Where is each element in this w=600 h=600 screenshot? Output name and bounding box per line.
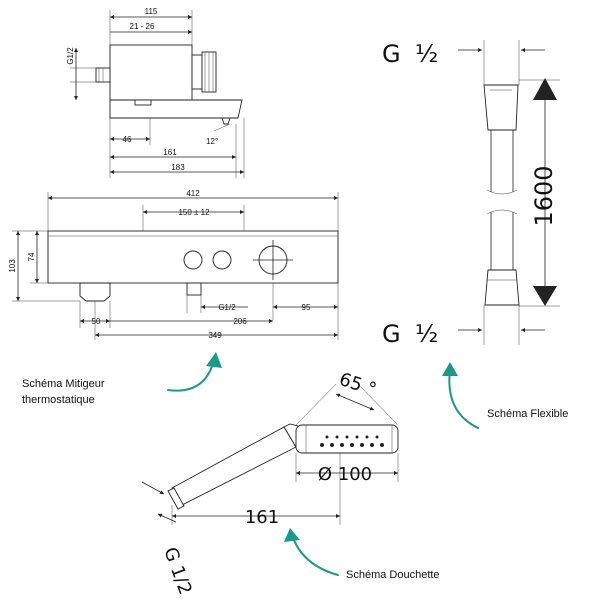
hose-bottom-thread-g: G [382,320,401,348]
caption-flexible-text: Schéma Flexible [487,408,568,420]
shower-handle [171,426,297,506]
mixer-side-handle-base [191,54,203,90]
dim-21-26: 21 - 26 [130,22,155,31]
mixer-front-button-right [212,250,232,270]
caption-shower-text: Schéma Douchette [346,569,440,581]
flexible-hose-view: G ½ G ½ 1600 [382,40,560,348]
shower-diameter: Ø 100 [318,464,372,485]
mixer-side-vent [134,99,152,106]
dim-161-side: 161 [163,148,177,157]
mixer-side-view: 115 21 - 26 G1/2 46 12° 161 183 [66,7,245,178]
mixer-front-connector [186,282,202,296]
mixer-front-button-left [183,250,203,270]
hose-top-nut [483,84,519,131]
dim-412: 412 [186,189,200,198]
mixer-front-view: 412 150 ± 12 103 74 G1/2 95 50 206 349 [8,189,339,340]
dim-115: 115 [145,7,158,16]
dim-206: 206 [233,317,247,326]
arrow-shower [291,534,339,576]
dim-12deg: 12° [206,137,218,146]
arrow-flexible [448,369,479,429]
hose-bottom-thread-frac: ½ [415,320,438,348]
caption-mixer: Schéma Mitigeur thermostatique [22,352,222,406]
caption-flexible: Schéma Flexible [442,362,568,429]
dim-g12-front: G1/2 [218,303,236,312]
shower-angle: 65 ° [337,369,379,401]
caption-mixer-line1: Schéma Mitigeur [22,378,105,390]
mixer-side-body [109,44,193,101]
shower-thread: G 1/2 [159,545,195,598]
hose-top-thread-frac: ½ [415,40,438,68]
caption-shower: Schéma Douchette [284,528,440,581]
hand-shower-view: 65 ° Ø 100 161 G 1/2 [141,369,399,598]
dim-150: 150 ± 12 [178,208,210,217]
dim-349: 349 [208,331,222,340]
dim-50: 50 [92,317,101,326]
mixer-front-spout [79,282,111,302]
shower-length: 161 [245,507,279,528]
dim-95: 95 [302,303,311,312]
hose-top-thread-g: G [382,40,401,68]
dim-46: 46 [123,135,132,144]
shower-inlet [167,487,185,510]
mixer-side-spout [109,99,243,119]
hose-length: 1600 [530,165,558,226]
shower-head [295,424,399,454]
dim-103: 103 [8,259,17,273]
dim-183: 183 [171,163,185,172]
caption-mixer-line2: thermostatique [22,394,95,406]
hose-bottom-nut [484,269,520,306]
dim-g12-side: G1/2 [66,47,75,65]
dim-74: 74 [27,252,36,261]
